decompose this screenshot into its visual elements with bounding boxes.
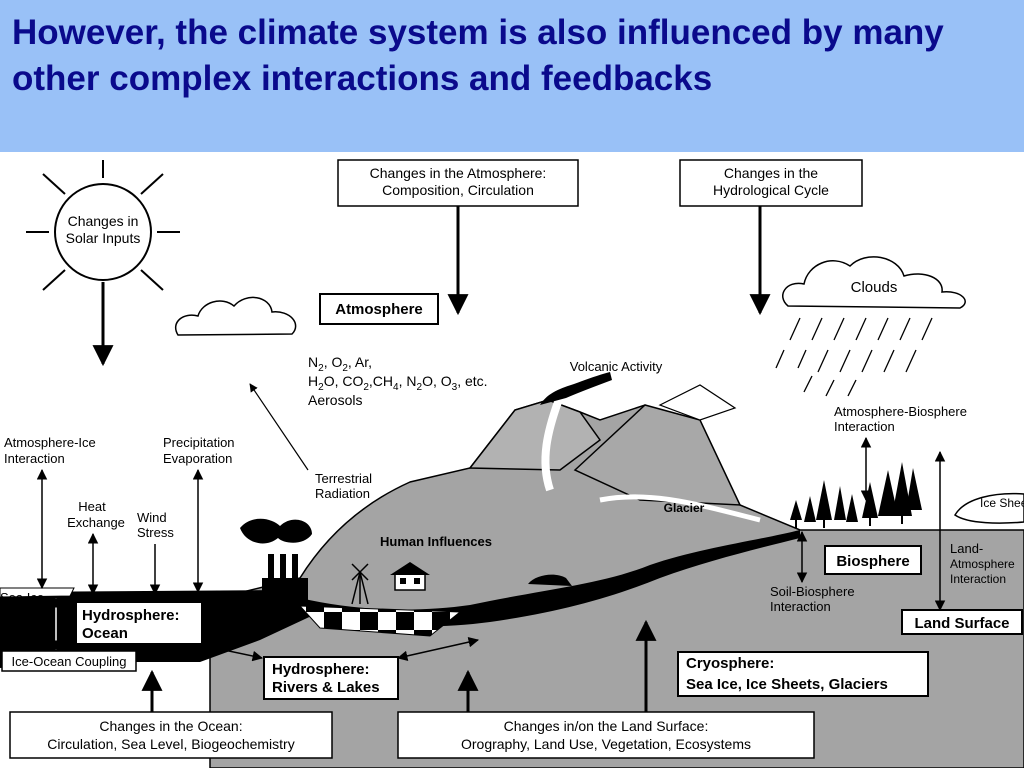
atmo-ice-line2: Interaction — [4, 451, 65, 466]
hydrological-changes-box — [679, 159, 863, 207]
soil-bio-line1: Soil-Biosphere — [770, 584, 855, 599]
forest-icon — [790, 462, 922, 528]
factory-icon — [240, 518, 312, 600]
wind-line2: Stress — [137, 525, 174, 540]
land-surface-box — [901, 609, 1023, 635]
ice-ocean-box — [1, 650, 137, 672]
biosphere-box — [824, 545, 922, 575]
land-changes-line1: Changes in/on the Land Surface: — [504, 718, 709, 734]
solar-label-line2: Solar Inputs — [66, 230, 141, 246]
volcano-smoke-icon — [540, 372, 612, 405]
lava-flow — [541, 400, 562, 492]
land-atmo-line2: Atmosphere — [950, 557, 1015, 571]
clouds-label: Clouds — [851, 279, 898, 296]
cryosphere-line1: Cryosphere: — [686, 655, 774, 672]
car-icon — [528, 574, 572, 586]
gases-line2: H2O, CO2,CH4, N2O, O3, etc. — [308, 373, 488, 393]
atmo-bio-line2: Interaction — [834, 419, 895, 434]
sun-icon — [26, 160, 180, 367]
hydrosphere-ocean-line2: Ocean — [82, 625, 128, 642]
land-changes-line2: Orography, Land Use, Vegetation, Ecosyst… — [461, 736, 751, 752]
mountain-left — [468, 399, 602, 471]
glacier-label: Glacier — [664, 501, 705, 515]
fields-pattern — [298, 605, 462, 637]
ice-sheet-label: Ice Sheet — [980, 496, 1024, 510]
slide-title: However, the climate system is also infl… — [12, 13, 944, 98]
sea-ice-sheet — [0, 587, 75, 598]
atmosphere-changes-line1: Changes in the Atmosphere: — [370, 165, 547, 181]
ice-ocean-label: Ice-Ocean Coupling — [12, 654, 127, 669]
hydrosphere-ocean-line1: Hydrosphere: — [82, 607, 180, 624]
hydrosphere-ocean-box — [75, 601, 203, 645]
cryosphere-box — [677, 651, 929, 697]
house-icon — [390, 562, 430, 591]
ocean-changes-line1: Changes in the Ocean: — [99, 718, 242, 734]
atmosphere-changes-line2: Composition, Circulation — [382, 182, 534, 198]
hydrological-changes-line1: Changes in the — [724, 165, 818, 181]
terrestrial-line1: Terrestrial — [315, 471, 372, 486]
hydrosphere-rivers-line1: Hydrosphere: — [272, 661, 370, 678]
soil-bio-line2: Interaction — [770, 599, 831, 614]
ice-sheet-shape — [953, 492, 1024, 524]
precip-line1: Precipitation — [163, 435, 235, 450]
ocean-changes-box — [9, 711, 333, 759]
terrestrial-line2: Radiation — [315, 486, 370, 501]
ocean-changes-line2: Circulation, Sea Level, Biogeochemistry — [47, 736, 294, 752]
atmo-bio-line1: Atmosphere-Biosphere — [834, 404, 967, 419]
hydrosphere-rivers-box — [263, 656, 399, 700]
heat-line2: Exchange — [67, 515, 125, 530]
gases-line3: Aerosols — [308, 392, 362, 408]
biosphere-label: Biosphere — [836, 553, 909, 570]
hydrosphere-rivers-line2: Rivers & Lakes — [272, 679, 380, 696]
gases-line1: N2, O2, Ar, — [308, 354, 372, 374]
climate-system-diagram: Changes in Solar Inputs Changes in the A… — [0, 159, 1024, 768]
ocean-rivers-arrow — [203, 642, 264, 662]
header-band: However, the climate system is also infl… — [0, 0, 1024, 152]
volcanic-label: Volcanic Activity — [570, 359, 663, 374]
solar-label-line1: Changes in — [68, 213, 139, 229]
heat-line1: Heat — [78, 499, 106, 514]
land-surface-label: Land Surface — [914, 615, 1009, 632]
atmosphere-label: Atmosphere — [335, 301, 423, 318]
land-changes-box — [397, 711, 815, 759]
sea-ice-label: Sea Ice — [0, 590, 44, 605]
rain-icon — [775, 317, 933, 397]
glacier-flow — [599, 494, 761, 523]
land-atmo-line1: Land- — [950, 541, 983, 556]
snow-cap — [658, 384, 737, 421]
land-atmo-line3: Interaction — [950, 572, 1006, 586]
precip-line2: Evaporation — [163, 451, 232, 466]
atmosphere-box — [319, 293, 439, 325]
windmill-icon — [351, 563, 369, 605]
wind-line1: Wind — [137, 510, 167, 525]
terrestrial-arrow — [249, 383, 309, 471]
atmo-ice-line1: Atmosphere-Ice — [4, 435, 96, 450]
cryosphere-line2: Sea Ice, Ice Sheets, Glaciers — [686, 676, 888, 693]
cloud-icon-left — [175, 296, 297, 336]
human-influences-label: Human Influences — [380, 534, 492, 549]
rivers-land-arrow — [396, 636, 480, 662]
rain-cloud-icon — [782, 256, 966, 309]
hydrological-changes-line2: Hydrological Cycle — [713, 182, 829, 198]
